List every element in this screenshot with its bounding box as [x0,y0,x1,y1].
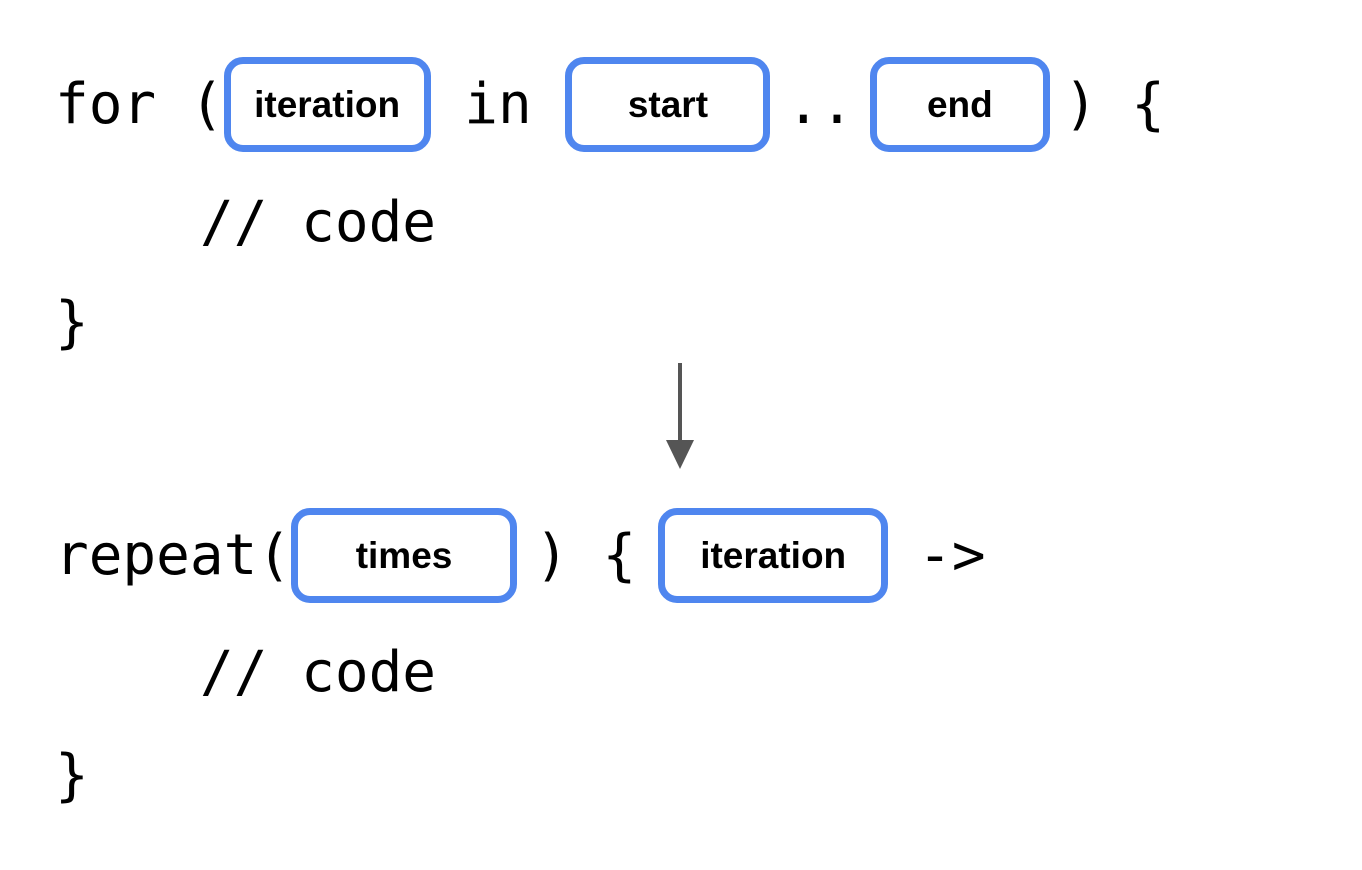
token-times-label: times [355,535,453,576]
keyword-repeat: repeat( [55,522,292,588]
token-end-label: end [926,84,993,125]
code-line-repeat-header: repeat( times ) { iteration -> [55,508,986,603]
token-iteration-bottom-label: iteration [700,535,847,576]
comment-code-after: // code [200,640,437,705]
repeat-middle-braces: ) { [535,522,637,588]
range-operator: .. [786,71,854,137]
comment-code-before: // code [200,190,437,255]
keyword-in: in [430,71,566,137]
for-closing-brace: ) { [1063,71,1166,137]
keyword-for: for ( [55,71,224,137]
code-line-comment-before: // code [200,195,436,251]
closing-brace-before: } [55,290,89,355]
arrow-down-icon [666,363,694,469]
token-iteration-top-label: iteration [254,84,401,125]
token-start[interactable]: start [565,57,771,152]
token-end[interactable]: end [869,57,1050,152]
code-line-comment-after: // code [200,645,436,701]
code-line-for-header: for ( iteration in start .. end ) { [55,57,1165,152]
closing-brace-after: } [55,743,89,808]
code-line-close-before: } [55,295,89,351]
token-iteration-bottom[interactable]: iteration [658,508,889,603]
lambda-arrow: -> [918,522,986,588]
token-times[interactable]: times [291,508,518,603]
code-line-close-after: } [55,748,89,804]
token-iteration-top[interactable]: iteration [223,57,431,152]
token-start-label: start [627,84,709,125]
